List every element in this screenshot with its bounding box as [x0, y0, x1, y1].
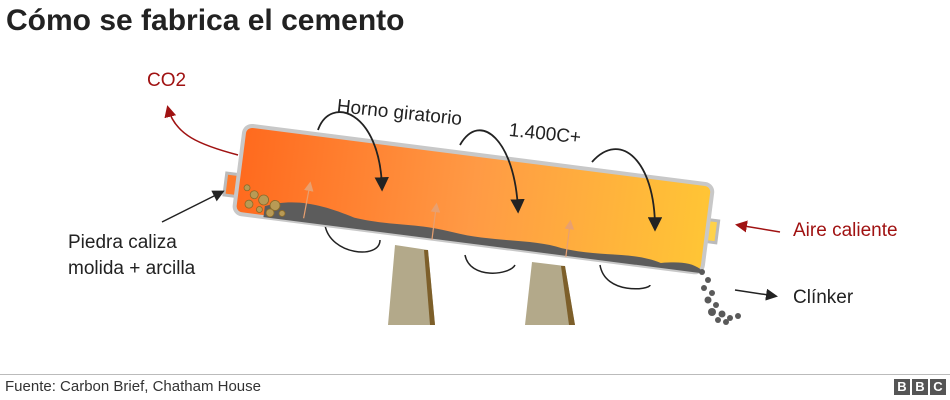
heat-arrows [303, 181, 575, 257]
hot-air-label: Aire caliente [793, 220, 898, 241]
rotation-arcs-front [317, 111, 663, 232]
source-text: Fuente: Carbon Brief, Chatham House [5, 378, 261, 395]
page-title: Cómo se fabrica el cemento [6, 4, 405, 37]
bbc-logo-letter: C [930, 379, 946, 395]
co2-label: CO2 [147, 70, 187, 91]
kiln-support-left [388, 245, 435, 325]
rotary-kiln [222, 123, 721, 275]
bbc-logo-letter: B [912, 379, 928, 395]
raw-material-stones [243, 184, 286, 218]
hot-air-arrow [735, 220, 781, 233]
co2-arrow [164, 105, 239, 156]
input-arrow [161, 190, 225, 223]
rotation-arcs-back [324, 224, 651, 290]
clinker-output [699, 269, 741, 325]
kiln-support-right [525, 262, 575, 325]
footer-divider [0, 374, 950, 375]
clinker-label: Clínker [793, 287, 854, 308]
input-label-line1: Piedra caliza [68, 232, 177, 253]
clinker-bed [263, 202, 701, 273]
output-arrow [734, 288, 778, 301]
input-label-line2: molida + arcilla [68, 258, 196, 279]
bbc-logo: B B C [894, 379, 946, 395]
bbc-logo-letter: B [894, 379, 910, 395]
